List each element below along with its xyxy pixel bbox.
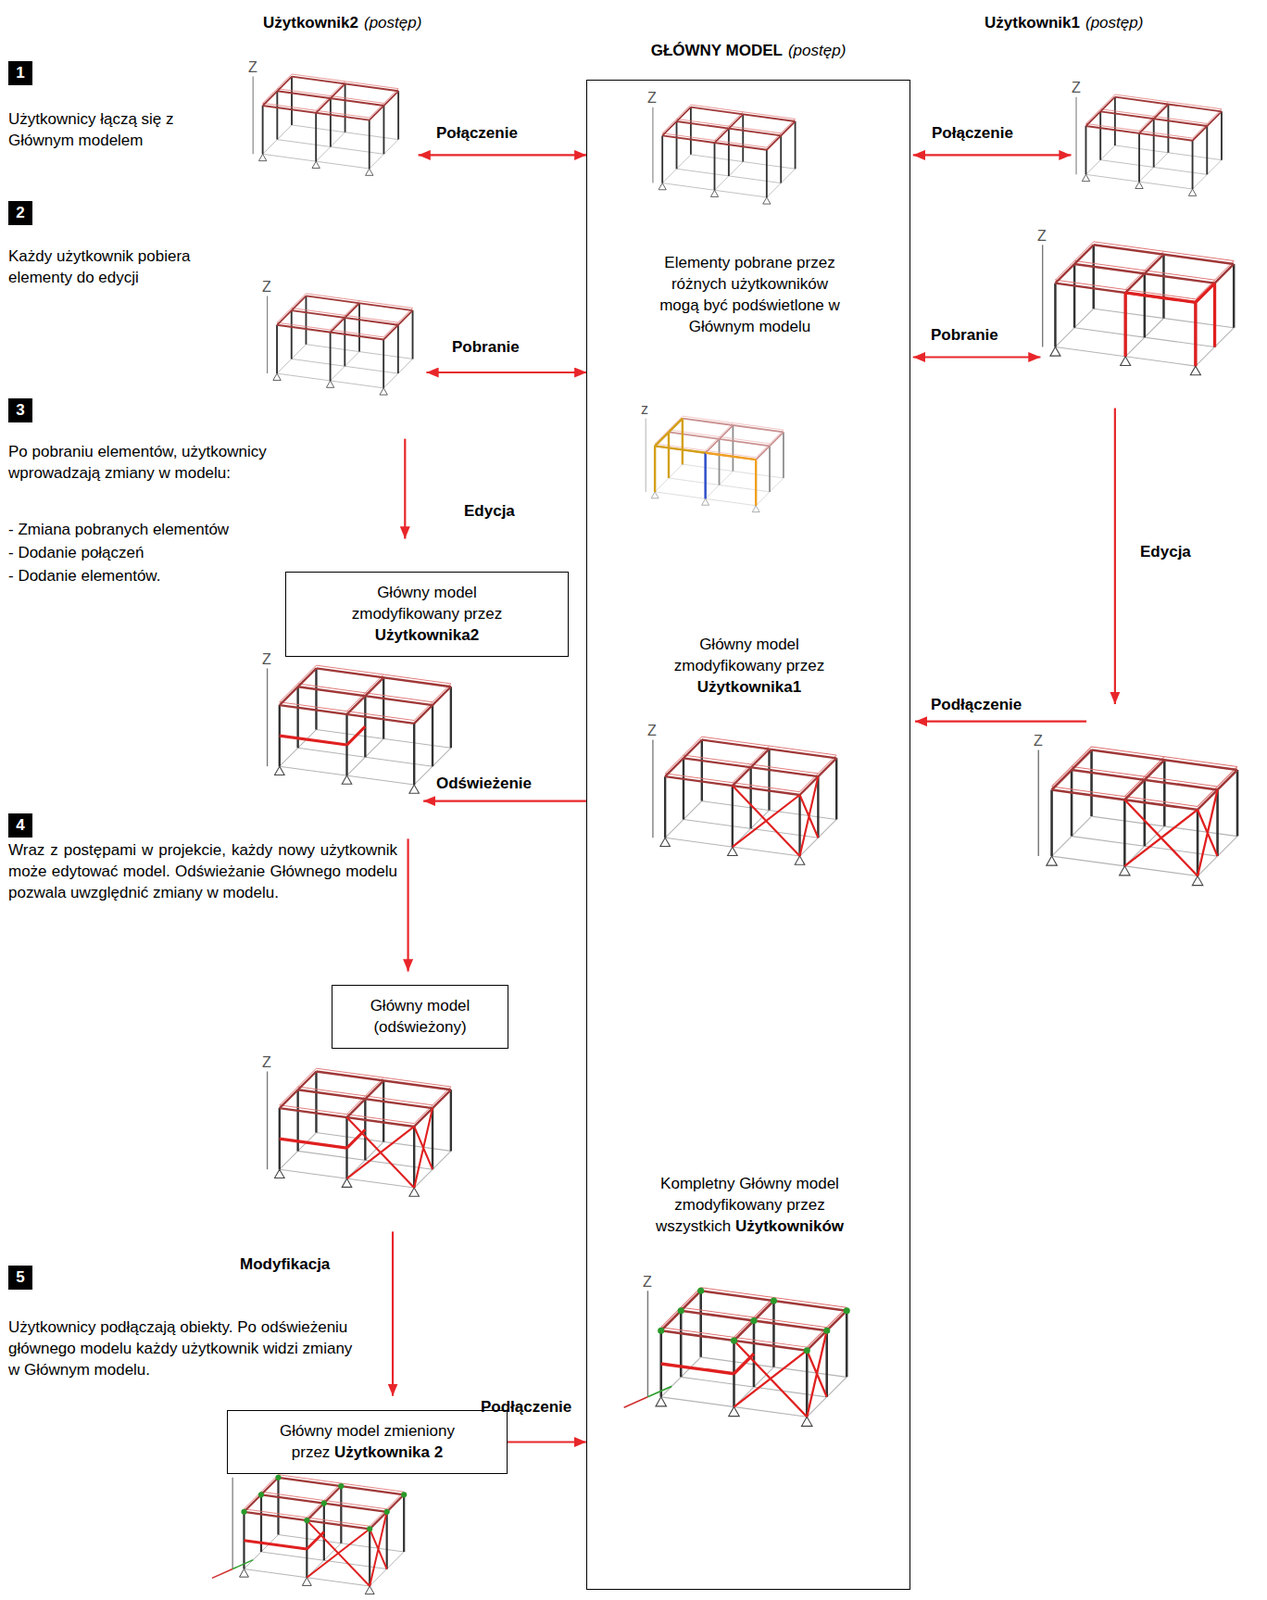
arrow-label: Połączenie	[931, 122, 1014, 144]
model-state-box: Główny model (odświeżony)	[331, 984, 509, 1049]
arrow-label: Modyfikacja	[239, 1253, 330, 1275]
model-state-box: Główny model zmieniony przez Użytkownika…	[226, 1409, 508, 1474]
axis-label: Z	[647, 89, 657, 106]
frame-model	[624, 1287, 851, 1427]
column-header-note: (postęp)	[1085, 12, 1143, 34]
arrow-label: Odświeżenie	[436, 772, 532, 794]
bold-part: Użytkownika2	[375, 626, 479, 644]
step-text: Użytkownicy łączą się z Głównym modelem	[8, 108, 231, 151]
step-number: 1	[8, 61, 33, 86]
panel-text: Główny model zmodyfikowany przez Użytkow…	[661, 633, 838, 698]
step-text: Po pobraniu elementów, użytkownicy wprow…	[8, 440, 361, 484]
frame-model	[645, 415, 784, 513]
frame-model	[1038, 746, 1238, 886]
frame-model	[267, 1067, 452, 1196]
step-number: 2	[8, 200, 33, 226]
bold-part: Użytkownika1	[697, 677, 802, 696]
axis-label: Z	[1037, 227, 1047, 244]
frame-model	[267, 293, 414, 395]
box-text: Główny model (odświeżony)	[346, 994, 495, 1038]
panel-title: GŁÓWNY MODEL	[651, 41, 783, 60]
panel-title: (postęp)	[788, 41, 846, 60]
arrow-label: Połączenie	[436, 122, 518, 144]
frame-model	[1076, 94, 1222, 196]
axis-label: Z	[262, 278, 272, 295]
panel-heading: GŁÓWNY MODEL (postęp)	[587, 41, 910, 61]
arrow-label: Pobranie	[451, 336, 520, 358]
step-text: - Dodanie elementów.	[8, 564, 161, 587]
arrow-label: Edycja	[464, 500, 515, 522]
axis-label: Z	[647, 722, 657, 739]
model-state-box: Główny model zmodyfikowany przez Użytkow…	[285, 571, 569, 657]
arrow-label: Podłączenie	[480, 1395, 572, 1418]
step-text: Każdy użytkownik pobiera elementy do edy…	[8, 245, 194, 289]
arrow-label: Pobranie	[930, 324, 999, 346]
box-text: Główny model zmodyfikowany przez Użytkow…	[338, 581, 515, 646]
frame-model	[1042, 241, 1235, 376]
axis-label: Z	[642, 1273, 653, 1290]
step-number: 3	[8, 398, 33, 423]
step-text: - Zmiana pobranych elementów	[8, 518, 229, 540]
frame-model	[267, 664, 452, 793]
flow-connector	[507, 1440, 587, 1443]
bold-part: Użytkownika 2	[334, 1442, 443, 1461]
column-header-note: (postęp)	[363, 12, 422, 34]
step-number: 4	[8, 813, 33, 838]
column-header: Użytkownik2	[263, 12, 359, 34]
axis-label: Z	[248, 59, 258, 76]
axis-label: Z	[1071, 79, 1081, 96]
axis-label: Z	[262, 651, 272, 667]
step-text: - Dodanie połączeń	[8, 541, 144, 564]
panel-text: Kompletny Główny model zmodyfikowany prz…	[650, 1172, 850, 1237]
step-number: 5	[8, 1265, 33, 1290]
axis-label: Z	[262, 1053, 272, 1070]
step-text: Użytkownicy podłączają obiekty. Po odświ…	[8, 1316, 365, 1380]
column-header: Użytkownik1	[984, 12, 1080, 34]
frame-model	[652, 736, 837, 865]
axis-label: z	[640, 401, 649, 417]
panel-text: Elementy pobrane przez różnych użytkowni…	[650, 251, 850, 338]
bold-part: Użytkowników	[735, 1216, 844, 1235]
box-text: Główny model zmieniony przez Użytkownika…	[275, 1419, 461, 1463]
frame-model	[252, 74, 399, 176]
main-model-panel: GŁÓWNY MODEL(postęp)Elementy pobrane prz…	[586, 79, 911, 1590]
axis-label: Z	[1033, 732, 1043, 749]
flow-arrows	[392, 154, 1116, 1395]
arrow-label: Podłączenie	[930, 693, 1022, 716]
arrow-label: Edycja	[1140, 540, 1192, 563]
frame-model	[652, 104, 796, 204]
step-text: Wraz z postępami w projekcie, każdy nowy…	[8, 839, 398, 904]
frame-model	[212, 1474, 407, 1594]
